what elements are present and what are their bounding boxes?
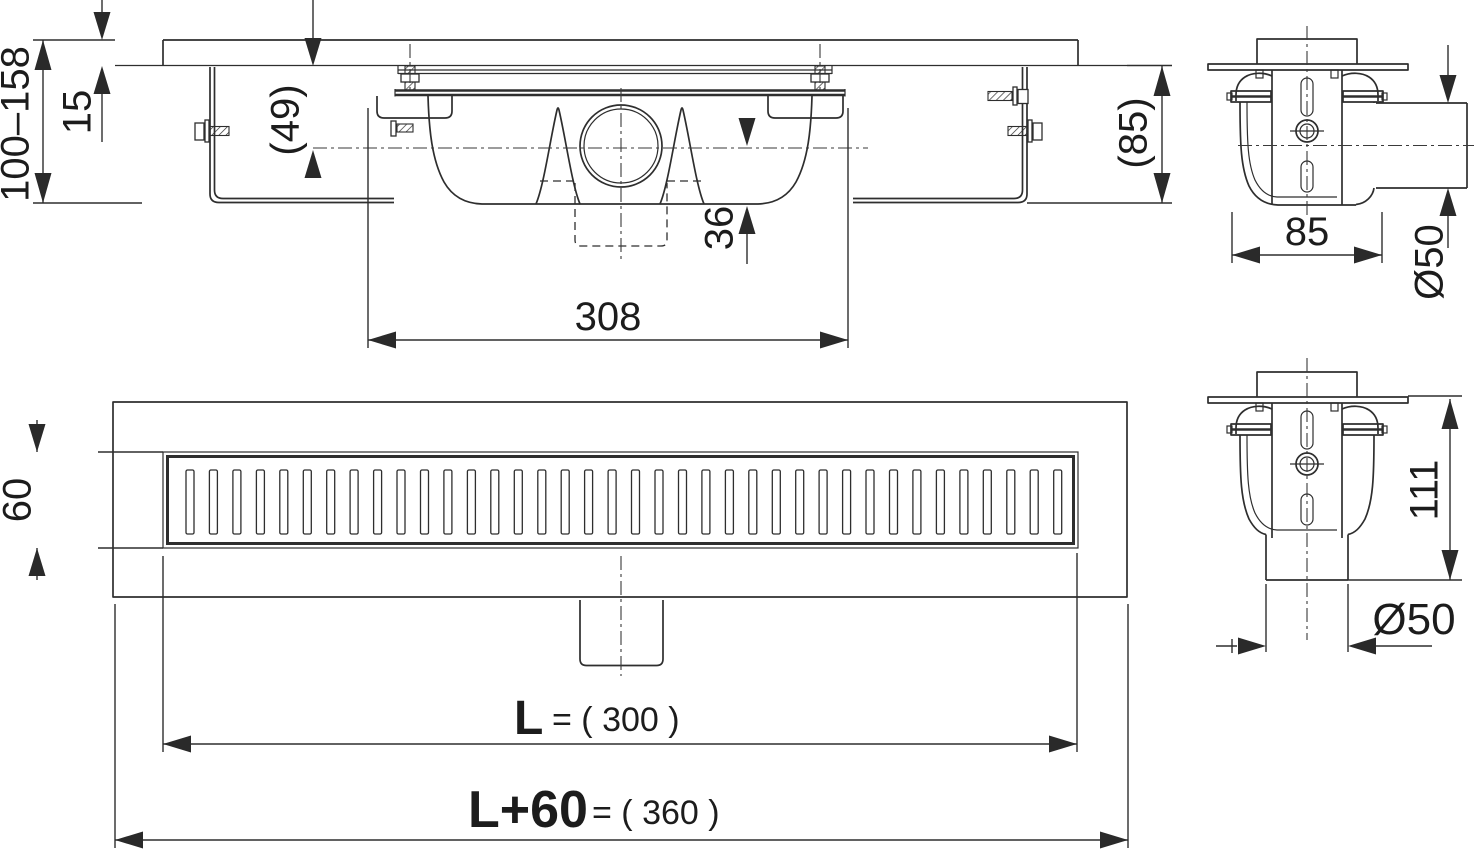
grate-slot — [560, 469, 570, 535]
dim-value-total-length: = ( 360 ) — [592, 794, 720, 832]
dim-outlet-diameter-horizontal: Ø50 — [1408, 45, 1457, 300]
dim-trap-height: 111 — [1348, 395, 1462, 581]
grate-slot — [326, 469, 336, 535]
grate-slot — [372, 469, 383, 535]
dim-body-width: 308 — [367, 108, 849, 349]
dim-install-height: 100–158 — [0, 39, 142, 204]
side-view-vertical-outlet: 111 Ø50 — [1206, 358, 1462, 655]
grate-slot — [490, 469, 500, 535]
grate-slot — [232, 469, 242, 535]
dim-label-trap-width: 85 — [1285, 210, 1330, 254]
grate-slot — [677, 469, 688, 535]
grate-slot — [841, 469, 852, 535]
dim-depth-to-axis: (49) — [264, 0, 322, 178]
dim-total-length: L+60 = ( 360 ) — [114, 604, 1129, 849]
grate-slot — [888, 469, 899, 535]
wall-bracket-right — [853, 67, 1043, 204]
wall-bracket-left — [194, 67, 414, 204]
dim-trap-width: 85 — [1231, 210, 1383, 264]
grate-slot — [818, 469, 828, 535]
grate-slot — [255, 469, 266, 535]
side-view-horizontal-outlet: 85 Ø50 — [1206, 26, 1474, 300]
adjusting-rod-left — [400, 44, 420, 94]
grate-slot — [302, 469, 312, 535]
grate-slot — [208, 469, 219, 535]
channel-outline — [112, 401, 1128, 598]
grate-slot — [1006, 469, 1016, 535]
dim-right-height: (85) — [1027, 64, 1172, 204]
grate-slot — [607, 469, 617, 535]
trap-body-horizontal — [1238, 26, 1474, 216]
dim-label-axis-to-bottom: 36 — [698, 206, 742, 251]
dim-label-outlet-v: Ø50 — [1372, 595, 1455, 644]
grate-slot — [982, 469, 992, 535]
dim-label-body-width: 308 — [575, 295, 642, 339]
grate-slot — [654, 469, 664, 535]
grate-frame — [162, 451, 1079, 549]
dim-axis-to-bottom: 36 — [698, 118, 756, 264]
dim-outlet-diameter-vertical: Ø50 — [1216, 584, 1456, 655]
grate-slot — [748, 469, 758, 535]
grate-slot — [513, 469, 523, 535]
dim-label-plate-offset: 15 — [56, 90, 100, 135]
grate-slot — [795, 469, 805, 535]
grate-slot — [771, 469, 781, 535]
trap-body-vertical — [1239, 358, 1375, 640]
dim-label-total-length: L+60 — [468, 781, 588, 839]
grate-slot — [279, 469, 289, 535]
dim-label-right-height: (85) — [1112, 97, 1156, 168]
dim-label-depth-to-axis: (49) — [264, 84, 308, 155]
grate-slot — [185, 469, 195, 535]
front-section-view: 100–158 15 (49) 36 — [0, 0, 1172, 349]
grate-slot — [443, 469, 453, 535]
grate-slot — [396, 469, 406, 535]
side-outlet-hole — [579, 104, 663, 188]
grate-slot — [349, 469, 359, 535]
dim-label-install-height: 100–158 — [0, 46, 38, 202]
grate-slot — [959, 469, 969, 535]
grate-slots — [185, 469, 1063, 535]
grate-slot — [537, 469, 547, 535]
grate-slot — [583, 469, 594, 535]
grate-slot — [466, 469, 477, 535]
grate-slot — [724, 469, 735, 535]
grate-slot — [630, 469, 641, 535]
grate-slot — [865, 469, 875, 535]
grate-slot — [1029, 469, 1039, 535]
dim-label-trap-height: 111 — [1403, 460, 1447, 521]
dim-label-outlet-h: Ø50 — [1408, 224, 1452, 300]
grate-slot — [419, 469, 430, 535]
dim-value-length: = ( 300 ) — [552, 701, 680, 739]
dim-grate-width: 60 — [0, 420, 163, 580]
channel-body — [313, 88, 868, 262]
plan-view: 60 L = ( 300 ) L+60 = ( 360 ) — [0, 401, 1129, 849]
grate-section — [376, 44, 846, 119]
grate-slot — [912, 469, 922, 535]
dim-label-grate-width: 60 — [0, 478, 40, 523]
dim-length: L = ( 300 ) — [162, 553, 1078, 753]
floor-and-plate — [115, 39, 1127, 67]
dim-label-length: L — [514, 692, 543, 745]
grate-slot — [701, 469, 711, 535]
grate-slot — [1053, 469, 1063, 535]
grate-slot — [935, 469, 946, 535]
adjusting-rod-right — [810, 44, 830, 94]
dim-plate-offset: 15 — [56, 0, 111, 142]
